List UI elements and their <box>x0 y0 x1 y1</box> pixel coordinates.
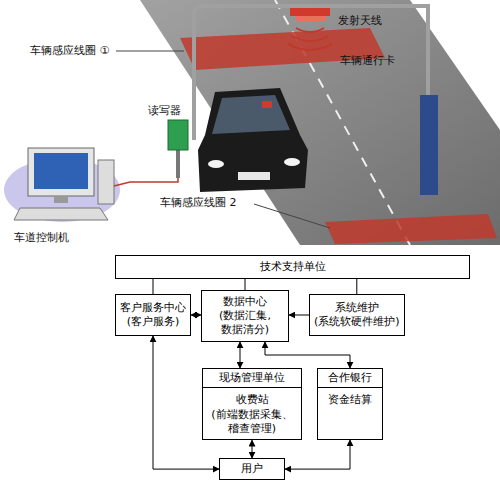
headlight <box>284 158 300 166</box>
cable <box>114 178 178 186</box>
box-title: 现场管理单位 <box>203 369 301 388</box>
monitor <box>28 148 94 196</box>
antenna <box>290 8 330 16</box>
box-title: 技术支持单位 <box>260 260 326 274</box>
part-label: 车辆感应线圈 ① <box>30 44 109 58</box>
connector-arrow <box>356 279 357 294</box>
headlight <box>208 160 224 168</box>
computer-tower <box>98 160 114 204</box>
box-title: 数据中心 <box>223 295 267 309</box>
gantry <box>194 6 428 140</box>
reader-post <box>176 150 180 178</box>
car-windshield <box>212 95 290 134</box>
part-label: 车道控制机 <box>14 231 69 245</box>
user-box: 用户 <box>219 458 285 480</box>
connector-arrow <box>285 440 350 469</box>
part-label: 读写器 <box>148 104 181 118</box>
box-text: 资金结算 <box>328 393 372 407</box>
box-title: 合作银行 <box>318 369 382 388</box>
support-box: 技术支持单位 <box>115 255 470 279</box>
connector-arrow <box>191 315 201 316</box>
part-label: 车辆通行卡 <box>340 54 395 68</box>
connector-arrow <box>240 342 241 368</box>
barrier-post <box>420 95 438 195</box>
radio-waves <box>288 28 332 50</box>
box-title: 用户 <box>241 462 263 476</box>
induction-loop <box>325 214 497 244</box>
box-text: (数据汇集, 数据清分) <box>214 309 276 338</box>
connector-arrow <box>245 279 246 290</box>
antenna <box>296 16 326 21</box>
process-box: 现场管理单位收费站(前端数据采集、稽查管理) <box>202 368 302 440</box>
leader-line <box>254 204 330 228</box>
monitor-stand <box>54 196 68 203</box>
connector-arrow <box>252 440 253 458</box>
car <box>198 88 308 192</box>
connector-arrow <box>289 315 309 316</box>
connector-arrow <box>265 342 350 368</box>
number-plate <box>238 172 270 180</box>
box-text: (前端数据采集、稽查管理) <box>207 408 297 437</box>
box-text: (系统软硬件维护) <box>314 315 400 329</box>
keyboard <box>14 208 108 220</box>
box-text: (客户服务) <box>127 315 180 329</box>
road <box>140 0 500 245</box>
connector-arrow <box>153 279 154 294</box>
monitor-screen <box>34 153 88 189</box>
leader-line <box>116 51 184 52</box>
process-box: 数据中心(数据汇集, 数据清分) <box>201 290 289 342</box>
process-box: 系统维护(系统软硬件维护) <box>309 294 405 336</box>
pass-card <box>262 101 272 108</box>
box-title: 系统维护 <box>335 301 379 315</box>
box-text: 收费站 <box>236 393 269 407</box>
part-label: 发射天线 <box>338 14 382 28</box>
part-label: 车辆感应线圈 2 <box>160 196 237 210</box>
box-title: 客户服务中心 <box>120 301 186 315</box>
process-box: 合作银行资金结算 <box>317 368 383 440</box>
reader-box <box>168 120 188 150</box>
process-box: 客户服务中心(客户服务) <box>115 294 191 336</box>
